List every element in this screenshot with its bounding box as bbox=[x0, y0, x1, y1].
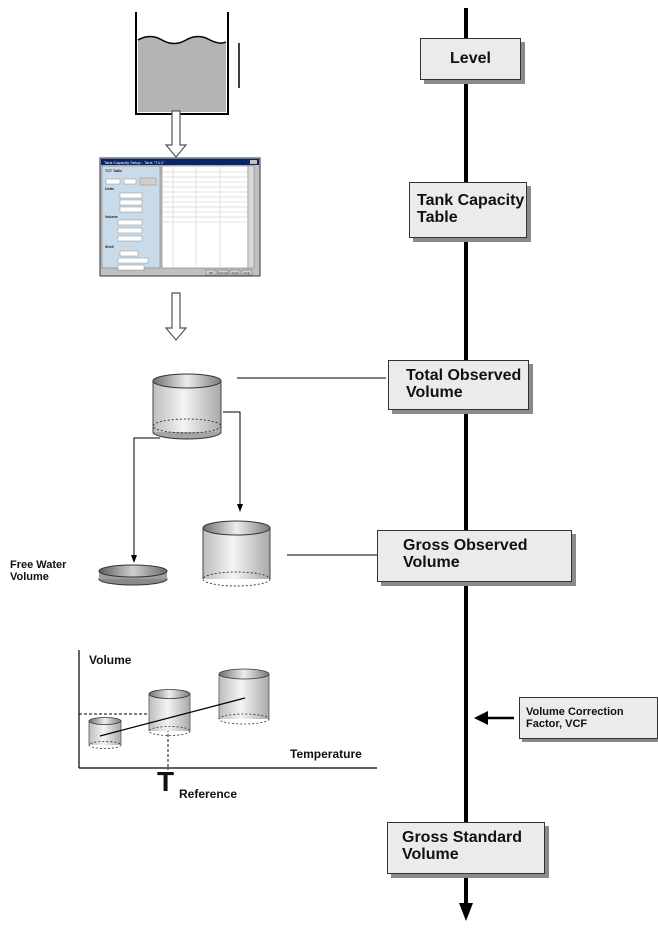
stage-gsv-line2: Volume bbox=[402, 845, 459, 863]
dialog-button-ok: OK bbox=[209, 271, 213, 275]
vcf-graph bbox=[78, 650, 377, 770]
stage-box-gsv: Gross Standard Volume bbox=[387, 822, 545, 874]
flow-arrowhead bbox=[459, 903, 473, 921]
graph-y-label: Volume bbox=[89, 653, 132, 667]
dialog-section-tct: TCT Table bbox=[105, 169, 122, 173]
stage-tov-line2: Volume bbox=[406, 383, 463, 401]
vcf-line1: Volume Correction bbox=[526, 706, 624, 718]
stage-tct-line1: Tank Capacity bbox=[417, 192, 525, 209]
dialog-button-cancel: Cancel bbox=[218, 271, 228, 275]
stage-gsv-line1: Gross Standard bbox=[402, 829, 523, 846]
hollow-arrow-1 bbox=[164, 110, 188, 158]
vcf-trend-line bbox=[99, 697, 246, 737]
graph-x-label: Temperature bbox=[290, 747, 362, 761]
free-water-label: Free Water Volume bbox=[10, 559, 66, 583]
stage-box-level: Level bbox=[420, 38, 521, 80]
stage-box-vcf: Volume Correction Factor, VCF bbox=[519, 697, 658, 739]
free-water-line2: Volume bbox=[10, 571, 49, 583]
tov-cylinder bbox=[152, 373, 222, 440]
split-arrows bbox=[133, 411, 241, 556]
dialog-button-apply: Apply bbox=[231, 271, 239, 275]
dialog-section-volume: Volume bbox=[105, 215, 118, 219]
free-water-line1: Free Water bbox=[10, 559, 67, 571]
stage-gov-line1: Gross Observed bbox=[403, 537, 528, 554]
t-reference-symbol: T bbox=[157, 766, 175, 797]
stage-tov-line1: Total Observed bbox=[406, 367, 522, 384]
t-reference-subscript: Reference bbox=[179, 787, 238, 801]
graph-cylinder-medium bbox=[148, 689, 191, 736]
stage-box-gov: Gross Observed Volume bbox=[377, 530, 572, 582]
dialog-button-help: Help bbox=[244, 271, 251, 275]
tank-level-icon bbox=[135, 12, 240, 115]
vcf-arrow bbox=[474, 711, 514, 725]
free-water-disc bbox=[98, 564, 168, 586]
process-flow-line bbox=[459, 8, 473, 921]
hollow-arrow-2 bbox=[164, 292, 188, 341]
vcf-line2: Factor, VCF bbox=[526, 717, 588, 730]
dialog-title: Tank Capacity Setup - Tank "T4.1" bbox=[104, 160, 165, 165]
stage-box-tov: Total Observed Volume bbox=[388, 360, 529, 410]
dialog-section-shell: Shell bbox=[105, 245, 114, 249]
stage-box-tct: Tank Capacity Table bbox=[409, 182, 527, 238]
stage-tct-line2: Table bbox=[417, 208, 458, 226]
graph-cylinder-small bbox=[88, 717, 122, 749]
tct-dialog-thumbnail bbox=[99, 157, 261, 277]
gov-cylinder bbox=[202, 520, 271, 587]
graph-cylinder-large bbox=[218, 668, 270, 725]
dialog-section-units: Units bbox=[105, 187, 114, 191]
stage-level-label: Level bbox=[450, 50, 491, 67]
stage-gov-line2: Volume bbox=[403, 553, 460, 571]
